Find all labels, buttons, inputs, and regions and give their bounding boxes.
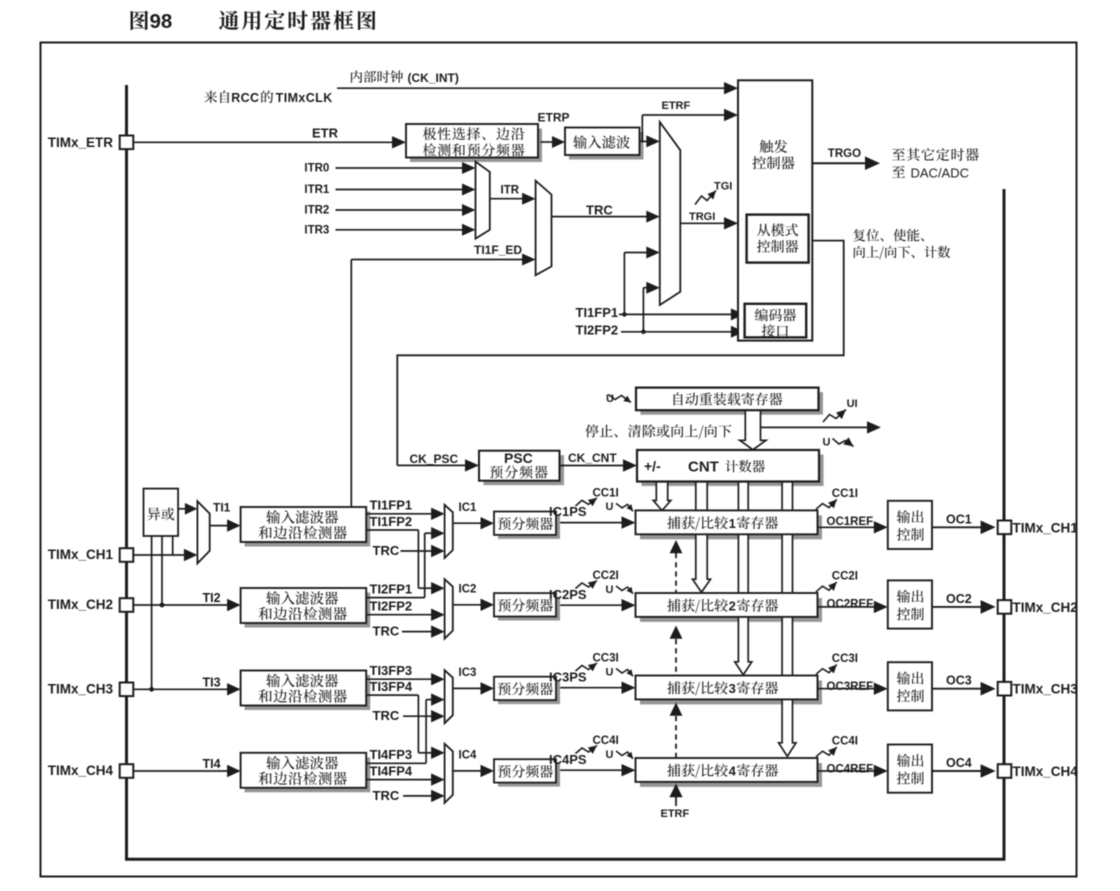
svg-text:TIMx_CH3: TIMx_CH3 <box>48 681 114 696</box>
svg-text:TI1FP2: TI1FP2 <box>370 514 413 529</box>
svg-text:OC2: OC2 <box>946 592 972 606</box>
svg-text:U: U <box>823 436 831 448</box>
svg-text:TIMx_CH2: TIMx_CH2 <box>1013 600 1078 615</box>
svg-text:IC1PS: IC1PS <box>549 504 587 519</box>
svg-text:ETR: ETR <box>312 125 339 140</box>
svg-text:ETRF: ETRF <box>662 100 691 112</box>
svg-text:CC1I: CC1I <box>832 488 858 500</box>
svg-text:TI4FP4: TI4FP4 <box>370 764 413 779</box>
svg-text:RCC: RCC <box>231 91 259 105</box>
svg-text:TIMx_CH3: TIMx_CH3 <box>1013 682 1079 697</box>
svg-text:OC1REF: OC1REF <box>827 516 874 528</box>
svg-text:TRC: TRC <box>373 543 400 558</box>
svg-text:TI1F_ED: TI1F_ED <box>474 243 522 257</box>
svg-text:TRC: TRC <box>373 624 400 639</box>
svg-text:TIMx_CH1: TIMx_CH1 <box>1013 520 1079 535</box>
svg-text:OC4: OC4 <box>946 756 972 770</box>
svg-text:TI3FP4: TI3FP4 <box>370 679 413 694</box>
svg-text:OC1: OC1 <box>946 512 972 526</box>
svg-text:ITR3: ITR3 <box>304 224 329 236</box>
svg-text:CC1I: CC1I <box>593 488 619 500</box>
svg-text:TRGO: TRGO <box>828 148 861 160</box>
svg-text:TGI: TGI <box>714 181 732 193</box>
svg-text:+/-: +/- <box>644 458 661 474</box>
svg-text:TRGI: TRGI <box>689 211 715 223</box>
svg-text:IC2PS: IC2PS <box>549 587 587 602</box>
svg-text:TIMx_CH2: TIMx_CH2 <box>48 597 113 612</box>
svg-text:OC3REF: OC3REF <box>827 681 874 693</box>
svg-text:3: 3 <box>729 681 736 696</box>
svg-text:CK_CNT: CK_CNT <box>568 451 617 465</box>
svg-text:DAC/ADC: DAC/ADC <box>911 165 970 180</box>
svg-text:TI4: TI4 <box>203 757 221 771</box>
svg-text:TIMx_ETR: TIMx_ETR <box>48 135 114 150</box>
svg-text:4: 4 <box>729 764 737 779</box>
svg-text:TRC: TRC <box>373 788 400 803</box>
svg-text:TIMx_CH4: TIMx_CH4 <box>48 763 114 778</box>
svg-text:TRC: TRC <box>586 203 613 218</box>
svg-text:OC4REF: OC4REF <box>827 763 874 775</box>
svg-text:U: U <box>606 501 614 513</box>
svg-text:CK_PSC: CK_PSC <box>410 452 459 466</box>
svg-text:IC2: IC2 <box>459 584 477 596</box>
svg-text:TIMx_CH1: TIMx_CH1 <box>48 547 114 562</box>
svg-text:CC3I: CC3I <box>593 653 619 665</box>
svg-text:TI2FP2: TI2FP2 <box>576 322 619 337</box>
svg-text:ETRP: ETRP <box>538 110 570 124</box>
svg-text:ITR0: ITR0 <box>304 163 329 175</box>
svg-text:CC2I: CC2I <box>593 570 619 582</box>
svg-text:U: U <box>606 666 614 678</box>
svg-text:TI2: TI2 <box>203 591 221 605</box>
svg-text:98: 98 <box>150 10 173 33</box>
svg-text:CNT: CNT <box>688 458 719 475</box>
svg-text:1: 1 <box>729 516 736 531</box>
svg-text:TI3FP3: TI3FP3 <box>370 663 413 678</box>
svg-text:TI2FP1: TI2FP1 <box>370 581 413 596</box>
svg-text:CC4I: CC4I <box>832 736 858 748</box>
svg-text:IC3: IC3 <box>459 667 477 679</box>
svg-text:IC4: IC4 <box>459 750 478 762</box>
svg-text:TI1FP1: TI1FP1 <box>576 305 619 320</box>
svg-text:U: U <box>606 584 614 596</box>
svg-text:(CK_INT): (CK_INT) <box>408 71 459 85</box>
svg-text:IC3PS: IC3PS <box>549 669 587 684</box>
svg-text:U: U <box>606 393 614 405</box>
svg-text:TI1: TI1 <box>213 500 231 514</box>
svg-text:OC3: OC3 <box>946 674 972 688</box>
svg-text:TRC: TRC <box>373 708 400 723</box>
svg-text:OC2REF: OC2REF <box>827 598 874 610</box>
svg-text:TI4FP3: TI4FP3 <box>370 747 413 762</box>
svg-text:UI: UI <box>847 398 858 410</box>
svg-text:TI2FP2: TI2FP2 <box>370 599 413 614</box>
svg-text:ITR2: ITR2 <box>304 205 329 217</box>
svg-text:TIMx_CH4: TIMx_CH4 <box>1013 764 1079 779</box>
svg-text:IC4PS: IC4PS <box>549 752 587 767</box>
svg-text:CC4I: CC4I <box>593 735 619 747</box>
svg-text:PSC: PSC <box>504 450 533 466</box>
svg-text:ITR1: ITR1 <box>304 184 330 196</box>
svg-text:TI1FP1: TI1FP1 <box>370 498 413 513</box>
svg-text:ETRF: ETRF <box>661 808 690 820</box>
svg-text:CC2I: CC2I <box>832 571 858 583</box>
svg-text:TIMxCLK: TIMxCLK <box>276 91 333 105</box>
svg-text:U: U <box>606 749 614 761</box>
svg-text:CC3I: CC3I <box>832 653 858 665</box>
svg-text:2: 2 <box>729 599 736 614</box>
svg-text:ITR: ITR <box>501 185 520 197</box>
svg-text:TI3: TI3 <box>203 676 221 690</box>
svg-text:IC1: IC1 <box>459 502 478 514</box>
